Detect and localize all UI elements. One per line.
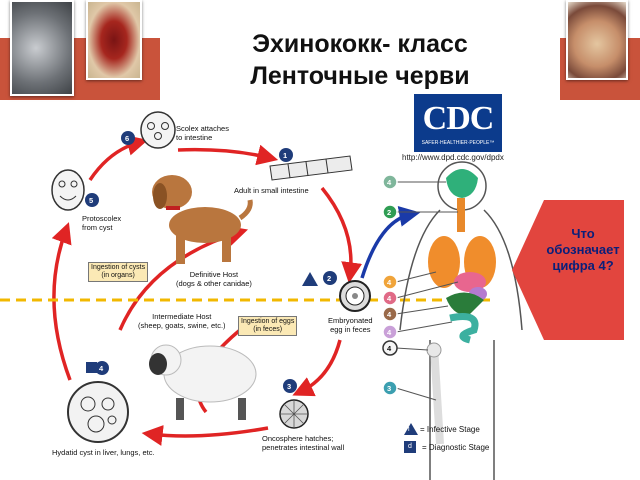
arrow-egg-to-human: [360, 206, 421, 279]
question-text: Что обозначает цифра 4?: [546, 226, 620, 273]
cdc-tagline: SAFER·HEALTHIER·PEOPLE™: [421, 140, 495, 146]
title-box: [160, 26, 560, 100]
label-definitive-host: Definitive Host (dogs & other canidae): [176, 270, 252, 288]
body-label-liver: 4: [387, 278, 392, 287]
title-line-1: Эхинококк- класс: [252, 30, 468, 58]
arrow-protoscolex-to-scolex: [88, 135, 149, 181]
cdc-logo: CDC SAFER·HEALTHIER·PEOPLE™: [414, 94, 502, 152]
step-6: 6: [125, 134, 130, 143]
marker-lungs: [382, 174, 398, 190]
arrow-oncosphere-to-cyst: [141, 425, 269, 446]
label-hydatid-cyst: Hydatid cyst in liver, lungs, etc.: [52, 448, 155, 457]
slide-title: Эхинококк- класс Ленточные черви: [160, 28, 560, 92]
body-label-blood: 3: [387, 384, 392, 393]
embryonated-egg-illustration: [339, 280, 371, 312]
body-label-kidney: 4: [387, 294, 392, 303]
sheep-illustration: [149, 344, 257, 420]
body-label-spleen: 4: [387, 310, 392, 319]
step-4: 4: [99, 364, 104, 373]
legend-infective-label: = Infective Stage: [420, 424, 480, 434]
step-1: 1: [283, 151, 288, 160]
body-label-bone: 4: [387, 344, 392, 353]
infective-stage-icon: [404, 423, 418, 435]
scolex-illustration: [140, 111, 176, 149]
marker-blood: [382, 380, 398, 396]
step-markers: [85, 131, 337, 393]
marker-kidney: [382, 290, 398, 306]
label-ingestion-eggs: Ingestion of eggs (in feces): [238, 316, 298, 336]
worm-photo: [10, 0, 74, 96]
step-5: 5: [89, 196, 94, 205]
label-protoscolex: Protoscolex from cyst: [82, 214, 122, 232]
body-label-lungs: 4: [387, 178, 392, 187]
cdc-logo-text: CDC: [422, 100, 495, 137]
oncosphere-illustration: [279, 399, 309, 429]
protoscolex-illustration: [51, 169, 85, 211]
step-3: 3: [287, 382, 292, 391]
label-oncosphere: Oncosphere hatches; penetrates intestina…: [262, 434, 345, 452]
arrow-adult-to-egg: [320, 186, 363, 284]
step-2: 2: [327, 274, 332, 283]
marker-intestine: [382, 204, 398, 220]
body-label-intestine: 2: [387, 208, 392, 217]
label-intermediate-host: Intermediate Host (sheep, goats, swine, …: [138, 312, 226, 330]
hydatid-cyst-illustration: [67, 381, 129, 443]
title-line-2: Ленточные черви: [250, 62, 470, 90]
adult-worm-illustration: [269, 155, 353, 181]
tissue-photo: [86, 0, 142, 80]
arrow-cyst-to-protoscolex: [51, 222, 72, 381]
legend-infective: i = Infective Stage: [404, 420, 489, 438]
label-scolex: Scolex attaches to intestine: [176, 124, 229, 142]
marker-spleen: [382, 306, 398, 322]
marker-bone: [382, 340, 398, 356]
marker-liver: [382, 274, 398, 290]
arrow-egg-to-oncosphere: [292, 339, 342, 397]
legend-diagnostic-label: = Diagnostic Stage: [422, 442, 490, 452]
body-pointer-lines: [395, 181, 459, 401]
label-adult: Adult in small intestine: [234, 186, 309, 195]
diagnostic-stage-icon: d: [404, 441, 416, 453]
arrow-scolex-to-adult: [177, 144, 279, 166]
dog-illustration: [152, 175, 253, 264]
human-organs: [426, 169, 496, 445]
cyst-photo: [566, 0, 628, 80]
body-markers: [382, 174, 398, 396]
marker-other: [382, 324, 398, 340]
body-label-other: 4: [387, 328, 392, 337]
label-ingestion-cysts: Ingestion of cysts (in organs): [88, 262, 149, 282]
cdc-url: http://www.dpd.cdc.gov/dpdx: [402, 153, 504, 162]
stage-legend: i = Infective Stage d = Diagnostic Stage: [404, 420, 489, 456]
label-embryonated-egg: Embryonated egg in feces: [328, 316, 373, 334]
question-arrow-shape: [512, 200, 624, 340]
infective-letter: i: [408, 425, 410, 433]
legend-diagnostic: d = Diagnostic Stage: [404, 438, 489, 456]
